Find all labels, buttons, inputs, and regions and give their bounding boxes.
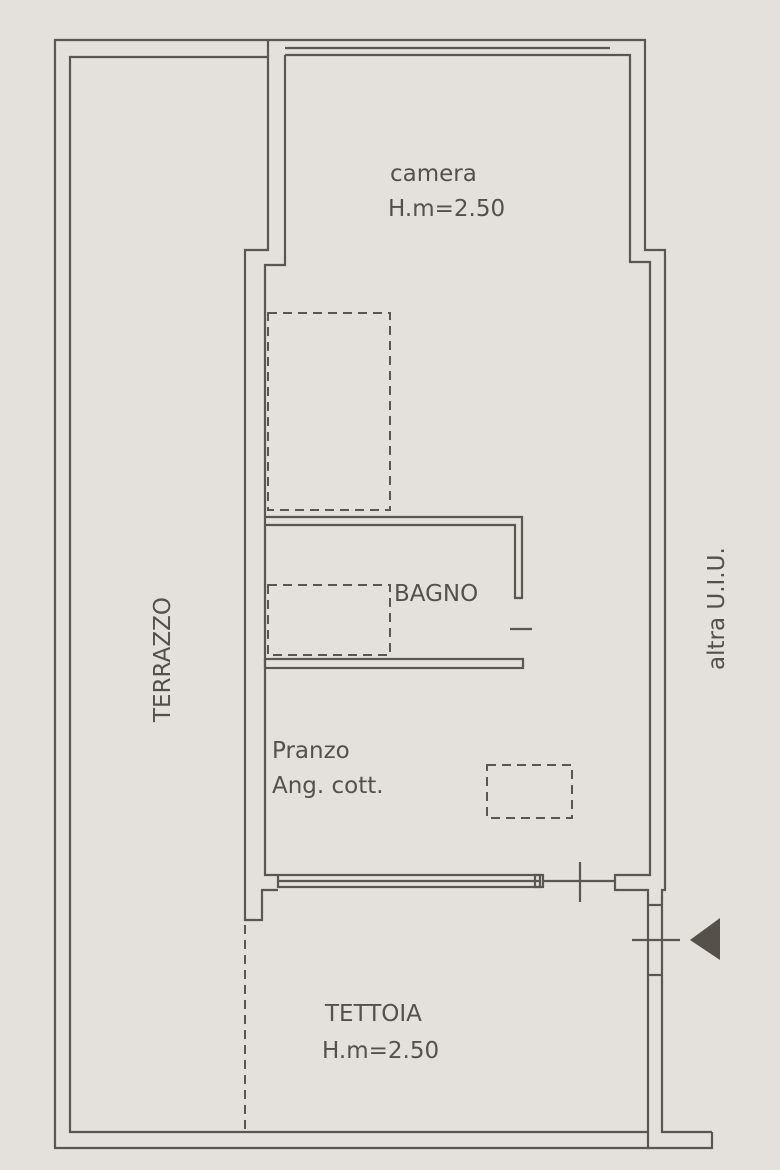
bathtub-outline — [267, 584, 391, 656]
neighbor-unit-label: altra U.I.U. — [704, 547, 730, 670]
entrance-door — [543, 862, 680, 942]
room-pranzo-label: Pranzo — [272, 738, 350, 764]
entrance-arrow-icon — [690, 918, 720, 960]
wardrobe-outline — [267, 312, 391, 511]
room-camera-label: camera — [390, 161, 477, 187]
room-tettoia-label: TETTOIA — [324, 1001, 422, 1027]
room-bagno-label: BAGNO — [394, 581, 478, 607]
window-bottom — [276, 873, 545, 889]
terrace-outline — [53, 38, 650, 1150]
terrazzo-label: TERRAZZO — [150, 597, 176, 723]
bathroom-walls — [263, 515, 532, 670]
main-walls — [243, 38, 714, 1150]
kitchen-outline — [486, 764, 573, 819]
room-camera-height: H.m=2.50 — [388, 196, 505, 222]
room-tettoia-height: H.m=2.50 — [322, 1038, 439, 1064]
room-kitchen-label: Ang. cott. — [272, 773, 384, 799]
